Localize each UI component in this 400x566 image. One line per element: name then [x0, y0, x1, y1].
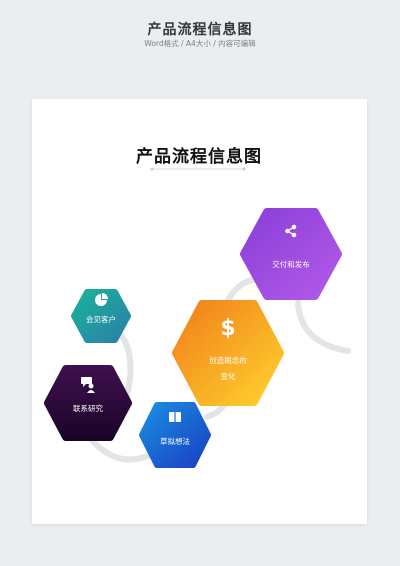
title-underline — [150, 167, 246, 171]
step-contact-research: 联系研究 — [44, 365, 132, 441]
site-header: 产品流程信息图 Word格式 / A4大小 / 内容可编辑 — [0, 0, 400, 80]
step-label: 联系研究 — [73, 403, 103, 413]
step-label: 草拟想法 — [160, 436, 190, 446]
dollar-icon: $ — [220, 316, 235, 341]
step-draft-ideas: 草拟想法 — [139, 402, 211, 468]
step-deliver-publish: 交付和发布 — [240, 208, 342, 300]
site-title: 产品流程信息图 — [147, 22, 253, 38]
step-label-line1: 创造概念的 — [209, 355, 247, 365]
step-label-line2: 变化 — [221, 371, 236, 381]
chat-person-icon — [81, 377, 95, 393]
step-meet-client: 会见客户 — [71, 289, 131, 343]
document-title: 产品流程信息图 — [136, 146, 262, 167]
site-subtitle: Word格式 / A4大小 / 内容可编辑 — [144, 39, 256, 48]
step-create-concept: $ 创造概念的 变化 — [172, 300, 284, 406]
step-label: 交付和发布 — [272, 259, 310, 269]
book-icon — [169, 412, 181, 422]
step-label: 会见客户 — [86, 314, 116, 324]
process-infographic: 产品流程信息图 联系研究 — [44, 146, 351, 468]
pie-chart-icon — [95, 293, 108, 306]
document-page: 产品流程信息图 联系研究 — [32, 99, 367, 524]
share-icon — [285, 224, 297, 238]
